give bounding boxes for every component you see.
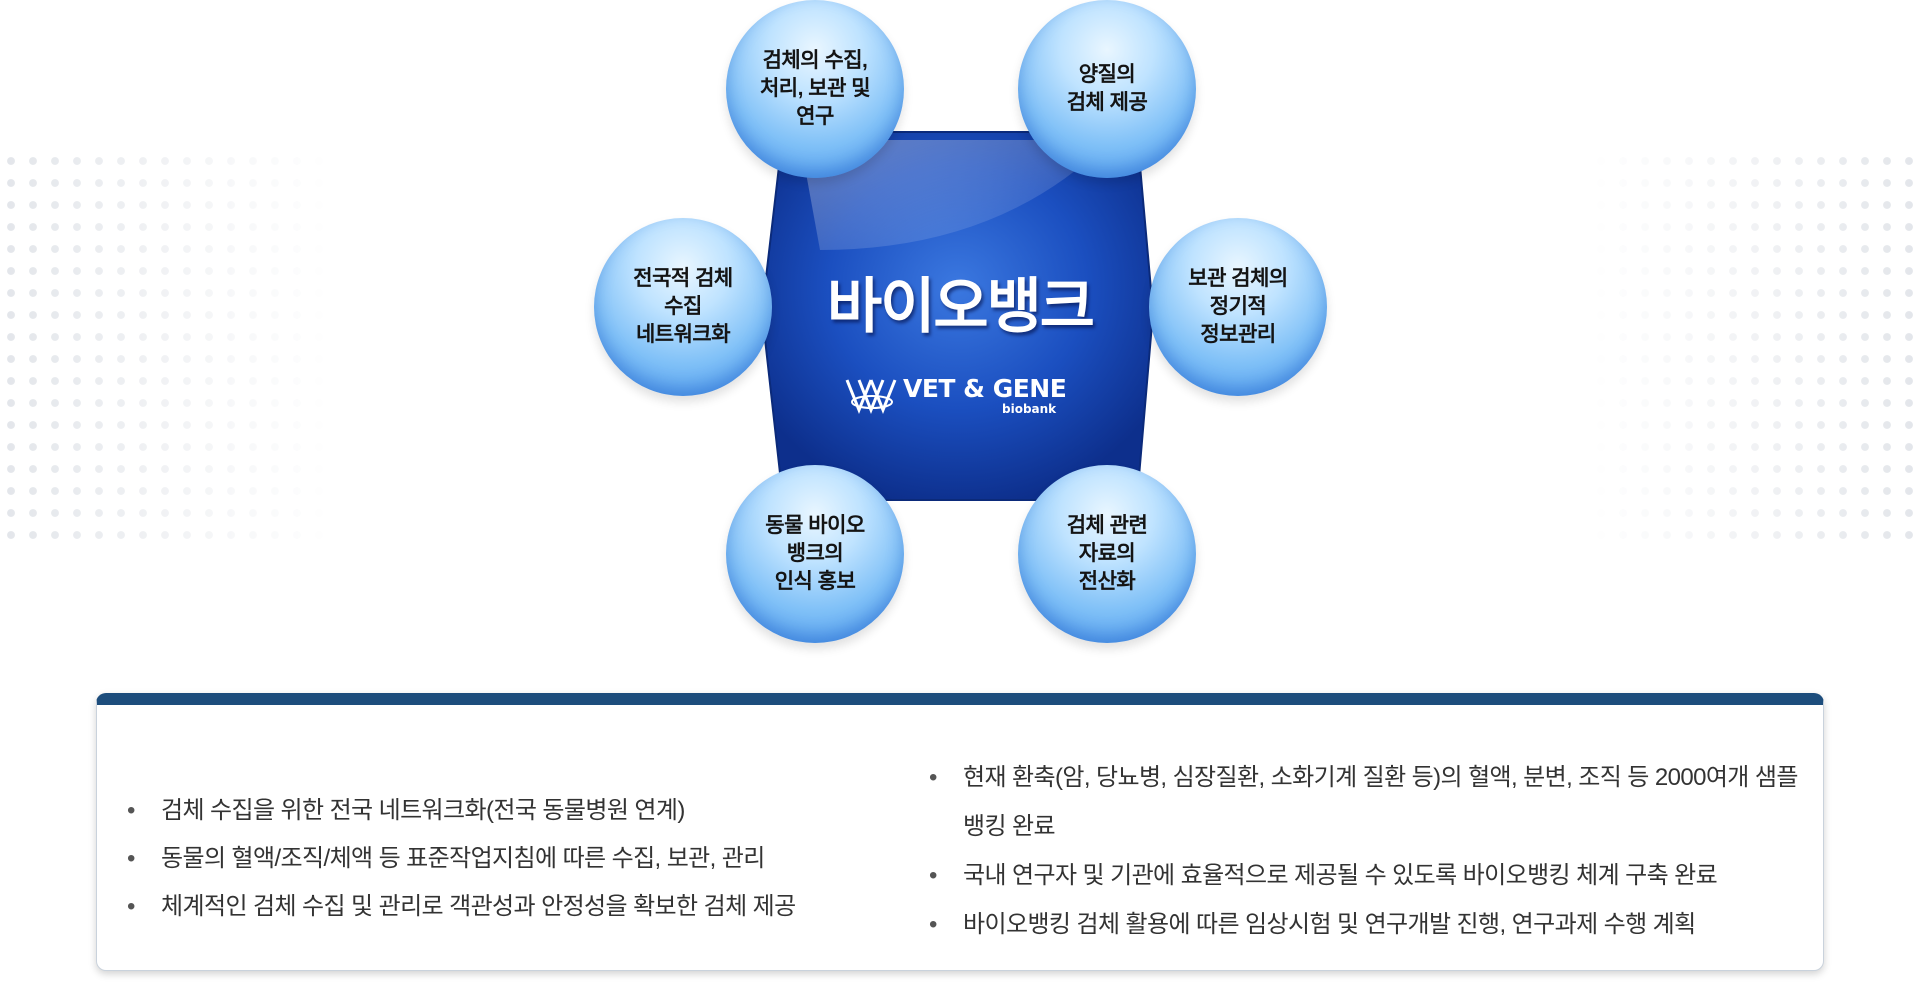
bubble-awareness-promotion: 동물 바이오 뱅크의 인식 홍보 (726, 465, 904, 643)
bubble-label: 동물 바이오 뱅크의 인식 홍보 (765, 514, 865, 593)
dot-pattern-decoration-right (1590, 150, 1920, 540)
bubble-data-digitization: 검체 관련 자료의 전산화 (1018, 465, 1196, 643)
list-item: 검체 수집을 위한 전국 네트워크화(전국 동물병원 연계) (127, 787, 867, 835)
list-item: 현재 환축(암, 당뇨병, 심장질환, 소화기계 질환 등)의 혈액, 분변, … (929, 753, 1809, 851)
logo-subtext: biobank (1002, 402, 1057, 416)
bubble-label: 전국적 검체 수집 네트워크화 (633, 267, 733, 346)
list-item: 바이오뱅킹 검체 활용에 따른 임상시험 및 연구개발 진행, 연구과제 수행 … (929, 900, 1809, 949)
dot-pattern-decoration-left (0, 150, 330, 540)
bubble-label: 검체 관련 자료의 전산화 (1066, 514, 1148, 593)
bubble-label: 보관 검체의 정기적 정보관리 (1188, 267, 1288, 346)
list-item: 국내 연구자 및 기관에 효율적으로 제공될 수 있도록 바이오뱅킹 체계 구축… (929, 851, 1809, 900)
info-box: 검체 수집을 위한 전국 네트워크화(전국 동물병원 연계) 동물의 혈액/조직… (96, 693, 1824, 971)
logo-text: VET & GENE (903, 374, 1067, 403)
bubble-national-network: 전국적 검체 수집 네트워크화 (594, 218, 772, 396)
vet-gene-logo: VET & GENE biobank (845, 374, 1075, 420)
info-list-left: 검체 수집을 위한 전국 네트워크화(전국 동물병원 연계) 동물의 혈액/조직… (127, 787, 867, 931)
bubble-info-management: 보관 검체의 정기적 정보관리 (1149, 218, 1327, 396)
bubble-sample-research: 검체의 수집, 처리, 보관 및 연구 (726, 0, 904, 178)
logo-helix-icon (845, 379, 897, 415)
bubble-label: 양질의 검체 제공 (1066, 63, 1148, 114)
bubble-quality-samples: 양질의 검체 제공 (1018, 0, 1196, 178)
info-list-right: 현재 환축(암, 당뇨병, 심장질환, 소화기계 질환 등)의 혈액, 분변, … (929, 753, 1809, 949)
center-title: 바이오뱅크 (827, 273, 1095, 340)
bubble-label: 검체의 수집, 처리, 보관 및 연구 (759, 49, 871, 128)
list-item: 동물의 혈액/조직/체액 등 표준작업지침에 따른 수집, 보관, 관리 (127, 835, 867, 883)
list-item: 체계적인 검체 수집 및 관리로 객관성과 안정성을 확보한 검체 제공 (127, 883, 867, 931)
